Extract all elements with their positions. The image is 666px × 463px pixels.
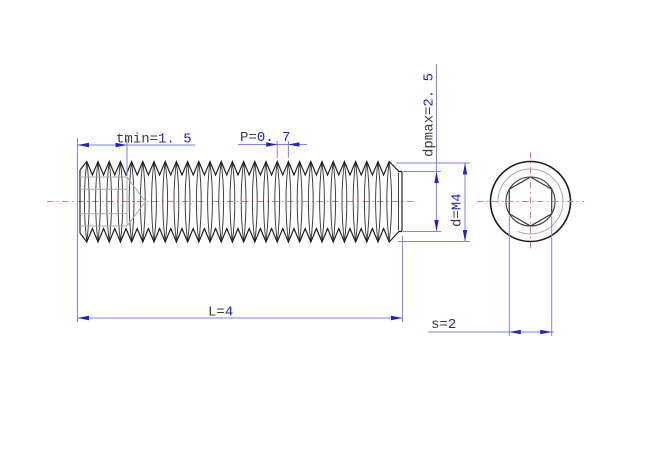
dimension-tmin: tmin=1. 5 (77, 132, 195, 322)
svg-text:dpmax=2. 5: dpmax=2. 5 (422, 73, 438, 157)
hex-socket (508, 176, 553, 227)
dimension-socket-width: s=2 (428, 216, 554, 336)
dimension-length: L=4 (77, 236, 403, 322)
hex-socket-hidden (80, 176, 146, 227)
thread-profile (79, 159, 403, 244)
end-view (477, 152, 584, 251)
side-view (47, 159, 415, 244)
svg-text:tmin=1. 5: tmin=1. 5 (116, 132, 192, 148)
dimension-pitch: P=0. 7 (238, 130, 307, 158)
dimension-diameter: d=M4 (396, 162, 470, 242)
dimension-dpmax: dpmax=2. 5 (403, 64, 441, 232)
svg-text:s=2: s=2 (431, 317, 456, 333)
svg-text:d=M4: d=M4 (450, 193, 466, 227)
dimensions: tmin=1. 5 P=0. 7 dpmax=2. 5 d=M4 (77, 64, 554, 336)
svg-text:L=4: L=4 (208, 305, 233, 321)
svg-text:P=0. 7: P=0. 7 (240, 130, 290, 146)
minor-diameter-arc (497, 168, 564, 235)
